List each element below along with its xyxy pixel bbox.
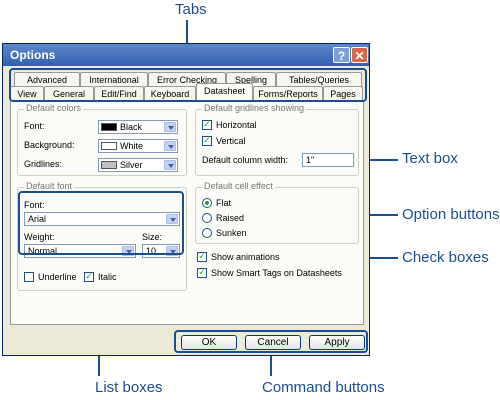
cell-effect-group: Default cell effect Flat Raised Sunken <box>195 181 359 244</box>
tab-advanced[interactable]: Advanced <box>14 72 80 87</box>
italic-label: Italic <box>98 272 117 282</box>
ok-button[interactable]: OK <box>181 335 237 350</box>
font-color-value: Black <box>120 122 143 132</box>
column-width-input[interactable]: 1" <box>302 153 354 167</box>
default-font-group: Default font Font: Arial Weight: Normal … <box>17 181 187 291</box>
font-color-select[interactable]: Black <box>98 120 178 134</box>
show-smart-tags-checkbox[interactable]: ✓ <box>197 268 207 278</box>
callout-line-text-box <box>352 159 398 161</box>
horizontal-label: Horizontal <box>216 120 257 130</box>
underline-label: Underline <box>38 272 77 282</box>
underline-checkbox[interactable] <box>24 272 34 282</box>
cancel-button[interactable]: Cancel <box>245 335 301 350</box>
chevron-down-icon[interactable] <box>164 160 176 170</box>
show-animations-checkbox[interactable]: ✓ <box>197 252 207 262</box>
gridlines-color-label: Gridlines: <box>24 159 63 169</box>
title-bar: Options ? ✕ <box>3 44 369 66</box>
flat-radio[interactable] <box>202 198 212 208</box>
background-color-select[interactable]: White <box>98 139 178 153</box>
white-swatch <box>101 142 117 150</box>
callout-line-command-buttons <box>270 352 272 376</box>
list-boxes-highlight <box>18 191 184 255</box>
command-buttons-highlight <box>174 330 368 353</box>
default-colors-label: Default colors <box>24 103 84 113</box>
size-value: 10 <box>146 246 157 256</box>
horizontal-checkbox[interactable]: ✓ <box>202 120 212 130</box>
datasheet-panel: Default colors Font: Black Background: W… <box>10 100 364 325</box>
gridlines-color-select[interactable]: Silver <box>98 158 178 172</box>
silver-swatch <box>101 161 117 169</box>
apply-button[interactable]: Apply <box>309 335 365 350</box>
vertical-label: Vertical <box>216 136 246 146</box>
chevron-down-icon[interactable] <box>166 214 178 224</box>
weight-value: Normal <box>28 246 58 256</box>
close-icon[interactable]: ✕ <box>351 47 368 63</box>
gridlines-group-label: Default gridlines showing <box>202 103 307 113</box>
tab-keyboard[interactable]: Keyboard <box>144 86 196 101</box>
callout-tabs: Tabs <box>175 1 207 18</box>
vertical-checkbox[interactable]: ✓ <box>202 136 212 146</box>
callout-text-box: Text box <box>402 150 458 167</box>
dialog-title: Options <box>10 48 56 62</box>
chevron-down-icon[interactable] <box>164 141 176 151</box>
help-icon[interactable]: ? <box>333 47 350 63</box>
tab-edit-find[interactable]: Edit/Find <box>94 86 144 101</box>
tab-datasheet[interactable]: Datasheet <box>196 83 253 100</box>
callout-check-boxes: Check boxes <box>402 249 489 266</box>
chevron-down-icon[interactable] <box>166 246 178 256</box>
show-animations-label: Show animations <box>211 252 280 262</box>
gridlines-color-value: Silver <box>120 160 143 170</box>
tab-pages[interactable]: Pages <box>323 86 363 101</box>
options-dialog: Options ? ✕ Advanced International Error… <box>2 43 370 356</box>
cell-effect-label: Default cell effect <box>202 181 275 191</box>
black-swatch <box>101 123 117 131</box>
font-name-value: Arial <box>28 214 47 224</box>
weight-label: Weight: <box>24 232 55 242</box>
sunken-label: Sunken <box>216 228 247 238</box>
column-width-label: Default column width: <box>202 155 289 165</box>
raised-label: Raised <box>216 213 245 223</box>
tab-international[interactable]: International <box>80 72 148 87</box>
callout-command-buttons: Command buttons <box>262 379 385 396</box>
tabs-highlight <box>9 68 367 102</box>
italic-checkbox[interactable]: ✓ <box>84 272 94 282</box>
flat-label: Flat <box>216 198 232 208</box>
background-color-value: White <box>120 141 144 151</box>
default-font-label: Default font <box>24 181 75 191</box>
show-smart-tags-label: Show Smart Tags on Datasheets <box>211 268 342 278</box>
chevron-down-icon[interactable] <box>164 122 176 132</box>
default-colors-group: Default colors Font: Black Background: W… <box>17 103 187 176</box>
background-color-label: Background: <box>24 140 75 150</box>
tab-forms-reports[interactable]: Forms/Reports <box>253 86 323 101</box>
callout-list-boxes: List boxes <box>95 379 163 396</box>
sunken-radio[interactable] <box>202 228 212 238</box>
tab-general[interactable]: General <box>44 86 94 101</box>
font-color-label: Font: <box>24 121 45 131</box>
raised-radio[interactable] <box>202 213 212 223</box>
gridlines-group: Default gridlines showing ✓ Horizontal ✓… <box>195 103 359 176</box>
font-name-select[interactable]: Arial <box>24 212 180 226</box>
size-label: Size: <box>142 232 163 242</box>
callout-option-buttons: Option buttons <box>402 206 500 223</box>
font-name-label: Font: <box>24 200 45 210</box>
tab-tables-queries[interactable]: Tables/Queries <box>276 72 362 87</box>
chevron-down-icon[interactable] <box>122 246 134 256</box>
